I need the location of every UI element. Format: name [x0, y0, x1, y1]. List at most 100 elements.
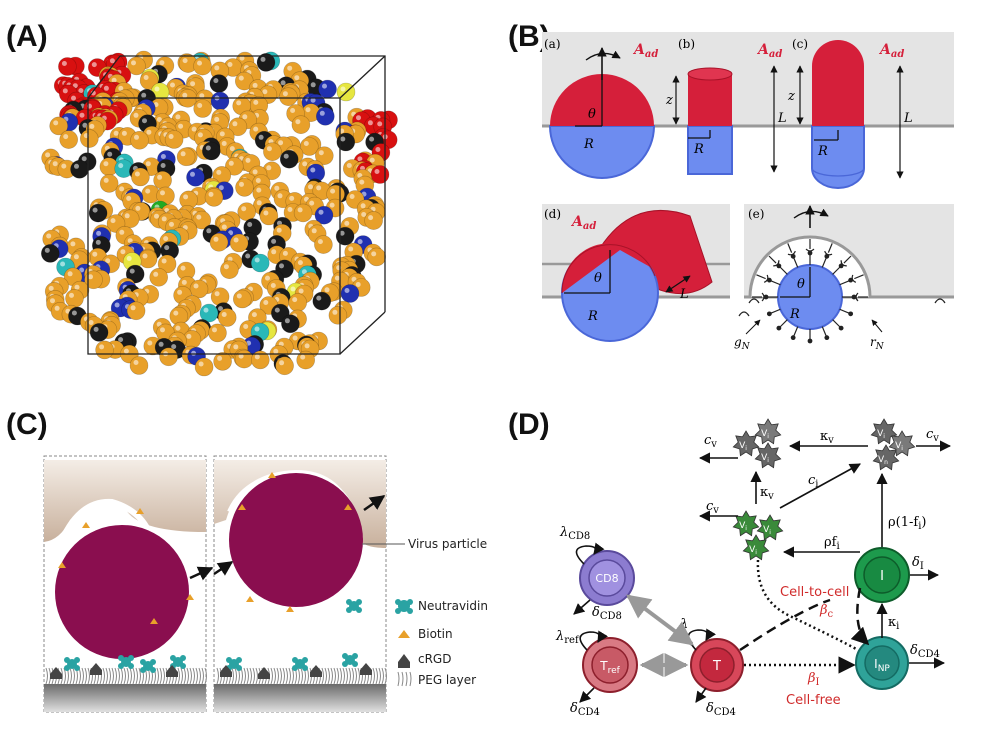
peg-strand: [267, 667, 270, 685]
sphere-highlight: [182, 58, 188, 64]
virion-icon: [754, 418, 782, 445]
sphere-highlight: [275, 291, 281, 297]
peg-strand: [264, 667, 267, 685]
sphere: [83, 98, 102, 118]
virion-label: Vi: [749, 545, 757, 556]
sphere-highlight: [191, 350, 197, 356]
sphere-highlight: [227, 343, 233, 349]
peg-strand: [240, 667, 243, 685]
sphere-highlight: [175, 114, 181, 120]
sphere: [155, 56, 175, 75]
sphere-highlight: [203, 307, 209, 313]
delta-cd4-inp-label: δCD4: [910, 643, 940, 660]
sphere-highlight: [190, 171, 195, 177]
sphere: [134, 50, 153, 70]
sphere: [257, 321, 277, 341]
sphere-highlight: [121, 300, 127, 306]
virion-label: Vi: [761, 453, 769, 464]
sphere-highlight: [129, 268, 135, 274]
sphere-highlight: [117, 101, 123, 107]
sphere-highlight: [190, 81, 196, 87]
sphere-highlight: [111, 77, 117, 83]
infected-node-label: I: [880, 569, 884, 584]
sphere-highlight: [168, 134, 174, 139]
sphere: [98, 111, 117, 131]
receptor-cup: [738, 311, 750, 317]
sphere-highlight: [138, 54, 144, 60]
peg-strand: [117, 667, 120, 685]
sphere-highlight: [103, 85, 109, 91]
ligand-head: [848, 311, 854, 317]
sphere: [318, 79, 337, 99]
sphere: [226, 142, 245, 161]
sphere-highlight: [332, 309, 338, 315]
sphere: [106, 214, 126, 233]
sphere: [150, 200, 170, 220]
sphere: [167, 340, 186, 359]
sphere: [192, 51, 211, 71]
sphere-highlight: [103, 72, 109, 78]
sphere: [124, 188, 144, 208]
sphere-highlight: [334, 275, 340, 281]
sphere: [235, 51, 255, 71]
sphere: [170, 227, 190, 246]
sub-c-label: (c): [792, 37, 808, 51]
sphere-highlight: [322, 83, 327, 89]
sphere: [352, 111, 371, 130]
sphere: [209, 74, 229, 93]
sphere: [114, 159, 133, 178]
sphere-highlight: [120, 212, 126, 218]
sphere: [261, 271, 280, 291]
svg-text:θ: θ: [594, 271, 602, 286]
sphere-highlight: [83, 133, 89, 139]
sphere-highlight: [54, 240, 60, 246]
sphere: [58, 76, 77, 96]
sphere-highlight: [133, 112, 139, 118]
sphere-highlight: [118, 85, 124, 91]
sphere: [342, 266, 362, 285]
sphere-highlight: [318, 150, 324, 156]
sphere: [162, 229, 182, 249]
sphere-highlight: [349, 128, 355, 134]
sphere: [340, 284, 360, 303]
sphere-highlight: [92, 100, 97, 106]
sphere-highlight: [292, 313, 298, 319]
sphere-highlight: [48, 160, 54, 165]
sphere-highlight: [294, 84, 299, 90]
sphere-highlight: [298, 288, 304, 294]
receptor-cup: [855, 292, 859, 302]
sphere-highlight: [370, 202, 376, 208]
neutravidin: [342, 653, 348, 659]
peg-strand: [246, 667, 249, 685]
sphere: [95, 340, 114, 360]
sphere: [197, 275, 217, 295]
inp-node: [855, 636, 909, 690]
ligand-head: [851, 294, 857, 300]
sphere: [274, 337, 294, 357]
sphere: [242, 336, 261, 356]
a-ad-label-a: Aad: [632, 42, 658, 60]
sphere-highlight: [82, 122, 88, 128]
ligand-stem: [769, 308, 781, 315]
sphere: [345, 190, 365, 209]
panel-d-label: (D): [508, 408, 550, 441]
ligand-group: [763, 250, 857, 344]
sphere-highlight: [79, 112, 85, 118]
sphere: [339, 260, 359, 280]
sphere: [353, 235, 373, 254]
kappa-v-label-2: κv: [760, 485, 774, 502]
neutravidin-group: [64, 599, 362, 673]
sphere-highlight: [198, 167, 203, 173]
sphere-highlight: [377, 132, 383, 137]
sphere-highlight: [166, 233, 172, 239]
ci-label: ci: [808, 473, 818, 490]
sphere-highlight: [99, 108, 105, 114]
sphere-highlight: [199, 93, 205, 99]
sphere-highlight: [143, 75, 149, 80]
neutravidin: [352, 661, 358, 667]
sphere: [63, 108, 82, 128]
sphere-highlight: [208, 190, 214, 196]
sphere: [238, 173, 257, 192]
sphere-highlight: [106, 58, 112, 64]
sphere: [96, 108, 115, 127]
